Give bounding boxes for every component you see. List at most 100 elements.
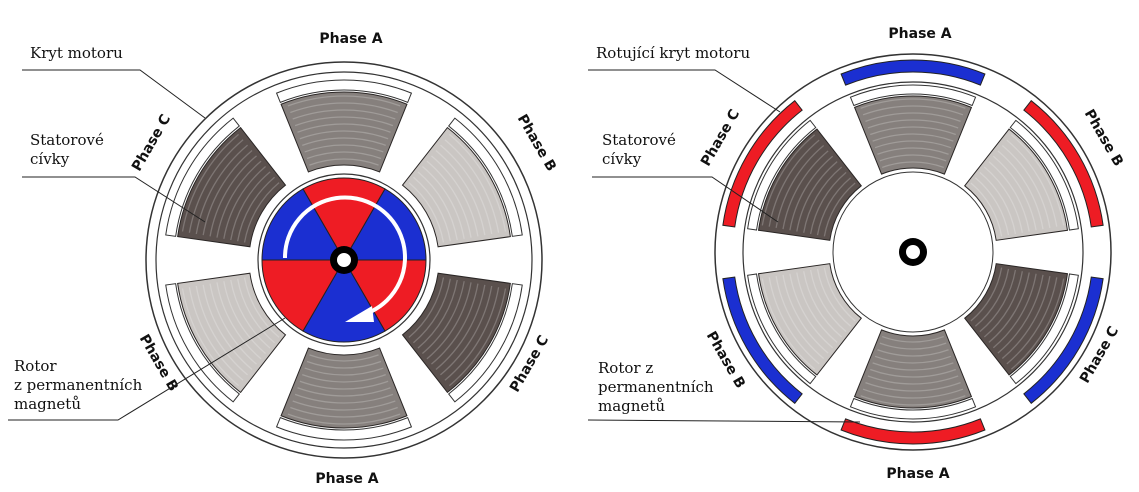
- label-left-housing: Kryt motoru: [30, 44, 123, 62]
- outrunner-motor: [714, 53, 1112, 451]
- coil-winding: [299, 130, 389, 140]
- coil-winding: [304, 367, 384, 376]
- leader-right-stator: [592, 176, 779, 223]
- inrunner-motor: [145, 61, 543, 459]
- coil-winding: [216, 282, 262, 360]
- phase-label-right-top: Phase A: [888, 26, 951, 42]
- label-right-rotor: Rotor z permanentních magnetů: [598, 359, 714, 415]
- stator-coil: [853, 329, 973, 409]
- stator-slot-outline: [747, 119, 817, 231]
- rotating-housing-inner-ring: [742, 81, 1084, 423]
- stator-coil: [757, 128, 862, 241]
- coil-winding: [809, 269, 847, 333]
- magnet-north-pole: [261, 259, 345, 332]
- coil-winding: [1001, 145, 1051, 228]
- label-left-rotor: Rotor z permanentních magnetů: [14, 357, 143, 413]
- coil-winding: [309, 354, 379, 362]
- magnet-south-pole: [343, 188, 427, 261]
- stator-coils: [177, 91, 511, 429]
- coil-winding: [417, 171, 458, 241]
- coil-winding: [782, 274, 829, 354]
- coil-winding: [188, 287, 244, 381]
- housing-magnets: [722, 59, 1104, 445]
- coil-winding: [862, 105, 964, 116]
- coil-winding: [306, 151, 382, 160]
- coil-winding: [860, 98, 966, 109]
- rotation-arrow-head: [345, 306, 374, 322]
- coil-winding: [243, 277, 280, 338]
- coil-winding: [435, 284, 486, 371]
- leader-left-housing: [22, 69, 206, 119]
- coil-winding: [983, 271, 1023, 338]
- coil-winding: [444, 287, 500, 381]
- coil-winding: [306, 360, 382, 369]
- coil-winding: [789, 155, 834, 231]
- coil-winding: [775, 145, 825, 228]
- coil-winding: [440, 285, 493, 376]
- coil-winding: [761, 134, 816, 226]
- phase-label-left-top: Phase A: [319, 31, 382, 47]
- coil-winding: [426, 282, 472, 360]
- stator-slots: [747, 84, 1079, 420]
- coil-winding: [796, 161, 838, 232]
- coil-winding: [809, 171, 847, 235]
- coil-winding: [292, 109, 396, 120]
- coil-winding: [299, 380, 389, 390]
- coil-winding: [872, 362, 954, 371]
- coil-winding: [867, 119, 959, 129]
- magnet-north-pole: [343, 259, 427, 332]
- leader-left-stator: [22, 176, 206, 223]
- coil-winding: [881, 161, 945, 169]
- stator-coil: [964, 263, 1069, 376]
- coil-winding: [789, 273, 834, 349]
- coil-winding: [292, 400, 396, 411]
- label-left-stator-coils: Statorové cívky: [30, 131, 104, 168]
- stator-slot-outline: [849, 397, 977, 420]
- stator-coil: [757, 263, 862, 376]
- coil-winding: [302, 374, 386, 383]
- coil-winding: [823, 267, 856, 322]
- coil-winding: [209, 283, 257, 365]
- coil-winding: [237, 176, 275, 242]
- coil-winding: [417, 279, 458, 349]
- coil-winding: [768, 139, 820, 227]
- stator-slot-outline: [1009, 273, 1079, 385]
- coil-winding: [223, 281, 266, 354]
- coil-winding: [230, 171, 271, 241]
- coil-winding: [823, 182, 856, 237]
- coil-winding: [302, 137, 386, 146]
- coil-winding: [803, 271, 843, 338]
- magnet-south-pole: [1023, 276, 1104, 404]
- coil-winding: [979, 269, 1017, 333]
- coil-winding: [1006, 139, 1058, 227]
- coil-winding: [188, 139, 244, 233]
- coil-winding: [867, 375, 959, 385]
- coil-winding: [294, 393, 394, 404]
- coil-winding: [768, 277, 820, 365]
- coil-winding: [448, 133, 507, 232]
- coil-winding: [297, 123, 391, 133]
- coil-winding: [874, 140, 952, 149]
- coil-winding: [181, 133, 240, 232]
- coil-winding: [860, 395, 966, 406]
- leader-left-rotor: [8, 317, 286, 421]
- phase-label-left-right-upper: Phase B: [514, 112, 559, 175]
- stator-slot-outline: [747, 273, 817, 385]
- coil-winding: [782, 150, 829, 230]
- coil-winding: [413, 176, 451, 242]
- coil-winding: [448, 288, 507, 387]
- coil-winding: [297, 387, 391, 397]
- magnet-south-pole: [722, 276, 803, 404]
- coil-winding: [444, 139, 500, 233]
- coil-winding: [997, 274, 1044, 354]
- stator-coil: [280, 347, 408, 429]
- coil-winding: [426, 160, 472, 238]
- coil-winding: [992, 273, 1037, 349]
- magnet-south-pole: [840, 59, 986, 86]
- stator-slot-outline: [275, 79, 413, 104]
- coil-winding: [862, 388, 964, 399]
- coil-winding: [816, 177, 852, 236]
- magnet-north-pole: [840, 418, 986, 445]
- coil-winding: [294, 116, 394, 127]
